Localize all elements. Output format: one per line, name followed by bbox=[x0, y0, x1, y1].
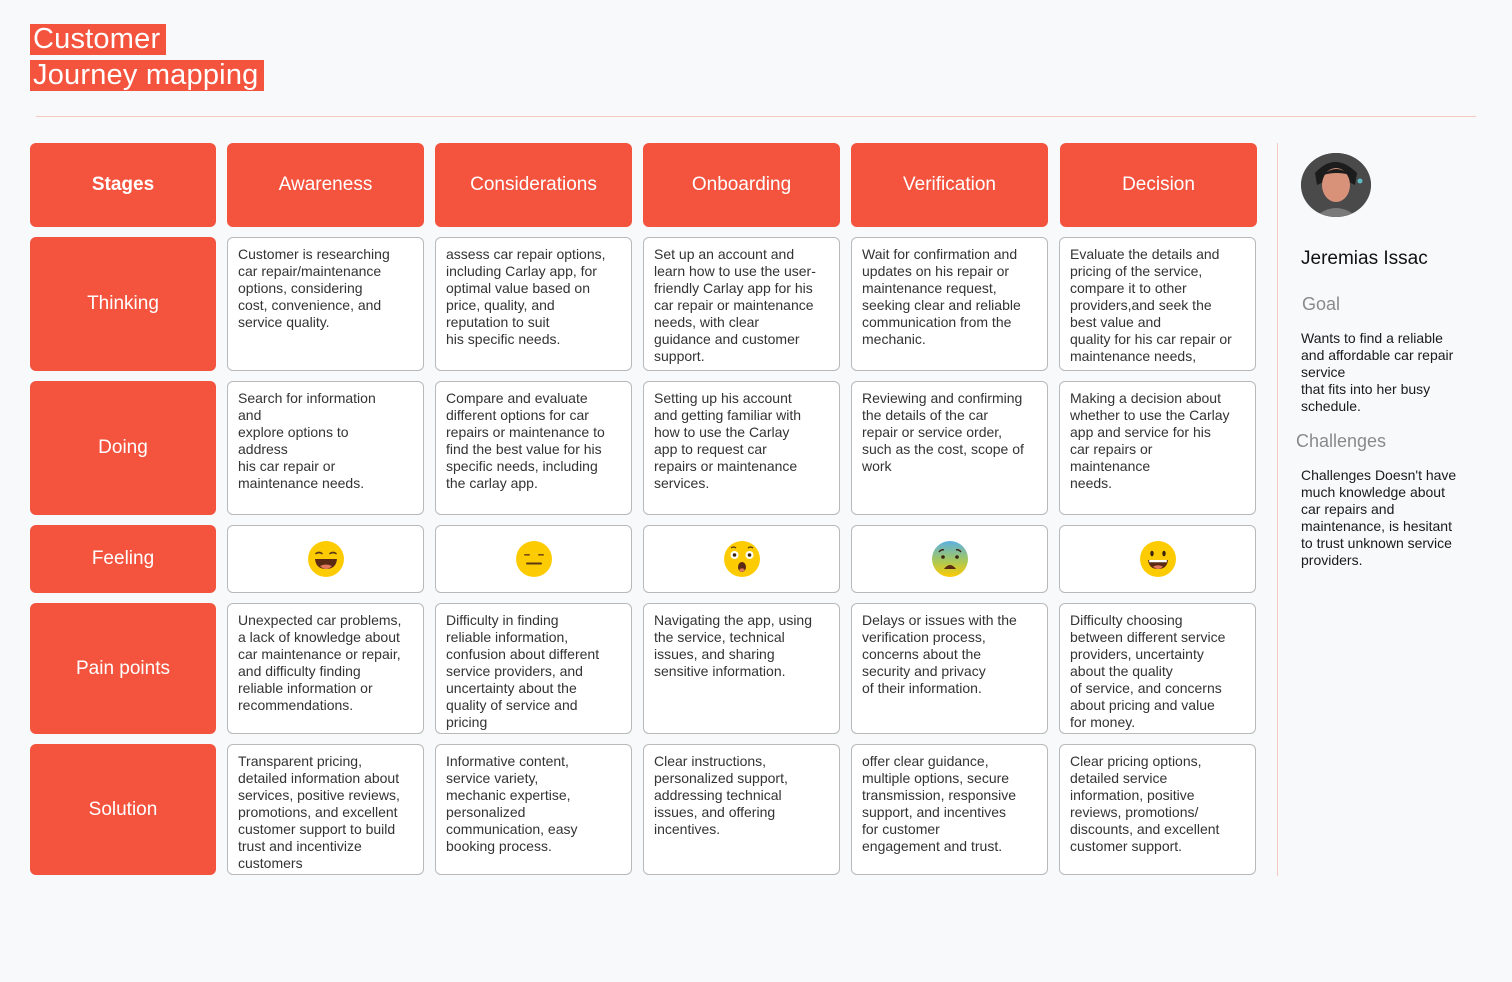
goal-text: Wants to find a reliable and affordable … bbox=[1301, 330, 1454, 414]
solution-considerations-card: Informative content, service variety, me… bbox=[435, 744, 632, 875]
row-label-thinking: Thinking bbox=[30, 237, 216, 371]
thinking-awareness-card: Customer is researching car repair/maint… bbox=[227, 237, 424, 371]
thinking-onboarding-card: Set up an account and learn how to use t… bbox=[643, 237, 840, 371]
row-label-solution: Solution bbox=[30, 744, 216, 875]
pain-points-verification-card: Delays or issues with the verification p… bbox=[851, 603, 1048, 734]
smiling-face-icon bbox=[1139, 541, 1176, 577]
pain-points-onboarding-card: Navigating the app, using the service, t… bbox=[643, 603, 840, 734]
goal-heading: Goal bbox=[1302, 294, 1341, 314]
grinning-squinting-face-icon bbox=[307, 541, 344, 577]
challenges-heading: Challenges bbox=[1296, 431, 1387, 451]
anxious-face-icon bbox=[931, 541, 968, 577]
row-label-feeling: Feeling bbox=[30, 525, 216, 593]
feeling-awareness-card bbox=[227, 525, 424, 593]
avatar bbox=[1301, 153, 1371, 217]
expressionless-face-icon bbox=[515, 541, 552, 577]
doing-decision-card: Making a decision about whether to use t… bbox=[1059, 381, 1256, 515]
doing-considerations-card: Compare and evaluate different options f… bbox=[435, 381, 632, 515]
feeling-onboarding-card bbox=[643, 525, 840, 593]
solution-verification-card: offer clear guidance, multiple options, … bbox=[851, 744, 1048, 875]
solution-awareness-card: Transparent pricing, detailed informatio… bbox=[227, 744, 424, 875]
stage-header-verification: Verification bbox=[851, 143, 1048, 227]
header-divider bbox=[36, 116, 1476, 117]
pain-points-considerations-card: Difficulty in finding reliable informati… bbox=[435, 603, 632, 734]
doing-verification-card: Reviewing and confirming the details of … bbox=[851, 381, 1048, 515]
feeling-verification-card bbox=[851, 525, 1048, 593]
pain-points-decision-card: Difficulty choosing between different se… bbox=[1059, 603, 1256, 734]
stage-header-onboarding: Onboarding bbox=[643, 143, 840, 227]
stage-header-awareness: Awareness bbox=[227, 143, 424, 227]
persona-name: Jeremias Issac bbox=[1301, 248, 1428, 269]
astonished-face-icon bbox=[723, 541, 760, 577]
title-line-2: Journey mapping bbox=[30, 60, 265, 91]
thinking-verification-card: Wait for confirmation and updates on his… bbox=[851, 237, 1048, 371]
stages-header: Stages bbox=[30, 143, 216, 227]
stage-header-considerations: Considerations bbox=[435, 143, 632, 227]
pain-points-awareness-card: Unexpected car problems, a lack of knowl… bbox=[227, 603, 424, 734]
challenges-text: Challenges Doesn't have much knowledge a… bbox=[1301, 467, 1457, 568]
title-line-1: Customer bbox=[30, 24, 167, 55]
thinking-decision-card: Evaluate the details and pricing of the … bbox=[1059, 237, 1256, 371]
feeling-decision-card bbox=[1059, 525, 1256, 593]
row-label-doing: Doing bbox=[30, 381, 216, 515]
person-photo-icon bbox=[1301, 153, 1371, 217]
solution-onboarding-card: Clear instructions, personalized support… bbox=[643, 744, 840, 875]
thinking-considerations-card: assess car repair options, including Car… bbox=[435, 237, 632, 371]
page-title: Customer Journey mapping bbox=[30, 24, 265, 91]
stage-header-decision: Decision bbox=[1060, 143, 1257, 227]
feeling-considerations-card bbox=[435, 525, 632, 593]
row-label-pain-points: Pain points bbox=[30, 603, 216, 734]
doing-onboarding-card: Setting up his account and getting famil… bbox=[643, 381, 840, 515]
doing-awareness-card: Search for information and explore optio… bbox=[227, 381, 424, 515]
persona-divider bbox=[1277, 143, 1278, 876]
solution-decision-card: Clear pricing options, detailed service … bbox=[1059, 744, 1256, 875]
